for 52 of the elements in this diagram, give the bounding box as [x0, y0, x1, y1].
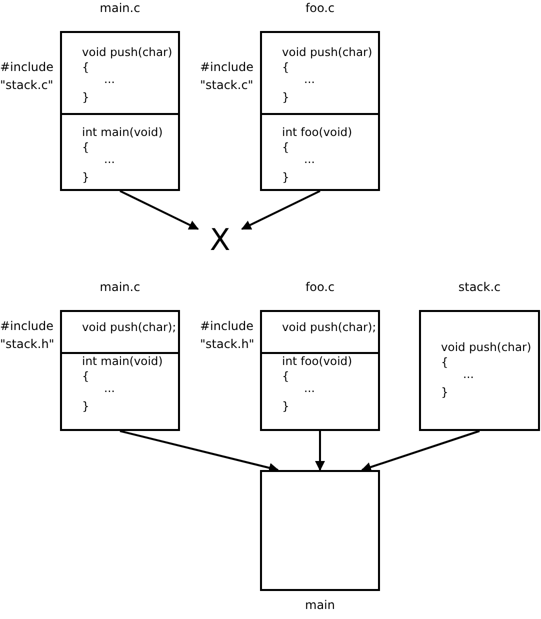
arrow: [361, 430, 480, 472]
arrow: [315, 431, 325, 471]
code-line: void push(char);: [82, 320, 176, 335]
code-line: ...: [304, 152, 315, 167]
code-line: void push(char);: [282, 320, 376, 335]
file-name: foo.c: [305, 1, 335, 15]
code-line: {: [82, 140, 90, 155]
code-line: void push(char): [282, 45, 372, 60]
code-line: }: [282, 399, 290, 414]
code-line: }: [82, 170, 90, 185]
code-line: }: [82, 399, 90, 414]
include-directive: #include "stack.c": [0, 59, 55, 94]
code-line: {: [82, 369, 90, 384]
file-name: main.c: [100, 1, 140, 15]
include-directive: #include "stack.h": [0, 318, 56, 353]
result-text: X: [208, 226, 232, 256]
file-name: main.c: [100, 280, 140, 294]
file-box: [260, 470, 380, 591]
include-directive: #include "stack.c": [200, 59, 255, 94]
arrow: [120, 190, 199, 230]
code-line: }: [82, 90, 90, 105]
code-line: ...: [104, 72, 115, 87]
code-line: {: [441, 355, 448, 370]
code-line: }: [282, 90, 290, 105]
file-box: [260, 310, 380, 431]
code-line: int main(void): [82, 354, 163, 369]
file-box: [60, 310, 180, 431]
include-directive: #include "stack.h": [200, 318, 256, 353]
code-line: int main(void): [82, 125, 163, 140]
code-line: {: [282, 369, 290, 384]
code-line: ...: [104, 381, 115, 396]
code-line: int foo(void): [282, 354, 352, 369]
file-box: [60, 31, 180, 191]
file-name: main: [305, 598, 335, 612]
file-box: [260, 31, 380, 191]
code-line: ...: [304, 72, 315, 87]
arrow: [241, 190, 320, 230]
file-name: stack.c: [458, 280, 501, 294]
code-line: }: [282, 170, 290, 185]
code-line: void push(char): [441, 340, 532, 355]
code-line: }: [441, 385, 448, 400]
code-line: ...: [104, 152, 115, 167]
code-line: {: [82, 60, 90, 75]
code-line: ...: [304, 381, 315, 396]
file-box: [419, 310, 540, 431]
code-line: {: [282, 140, 290, 155]
code-line: ...: [463, 367, 474, 382]
file-name: foo.c: [305, 280, 335, 294]
arrow: [120, 430, 279, 473]
code-line: int foo(void): [282, 125, 352, 140]
code-line: {: [282, 60, 290, 75]
code-line: void push(char): [82, 45, 172, 60]
